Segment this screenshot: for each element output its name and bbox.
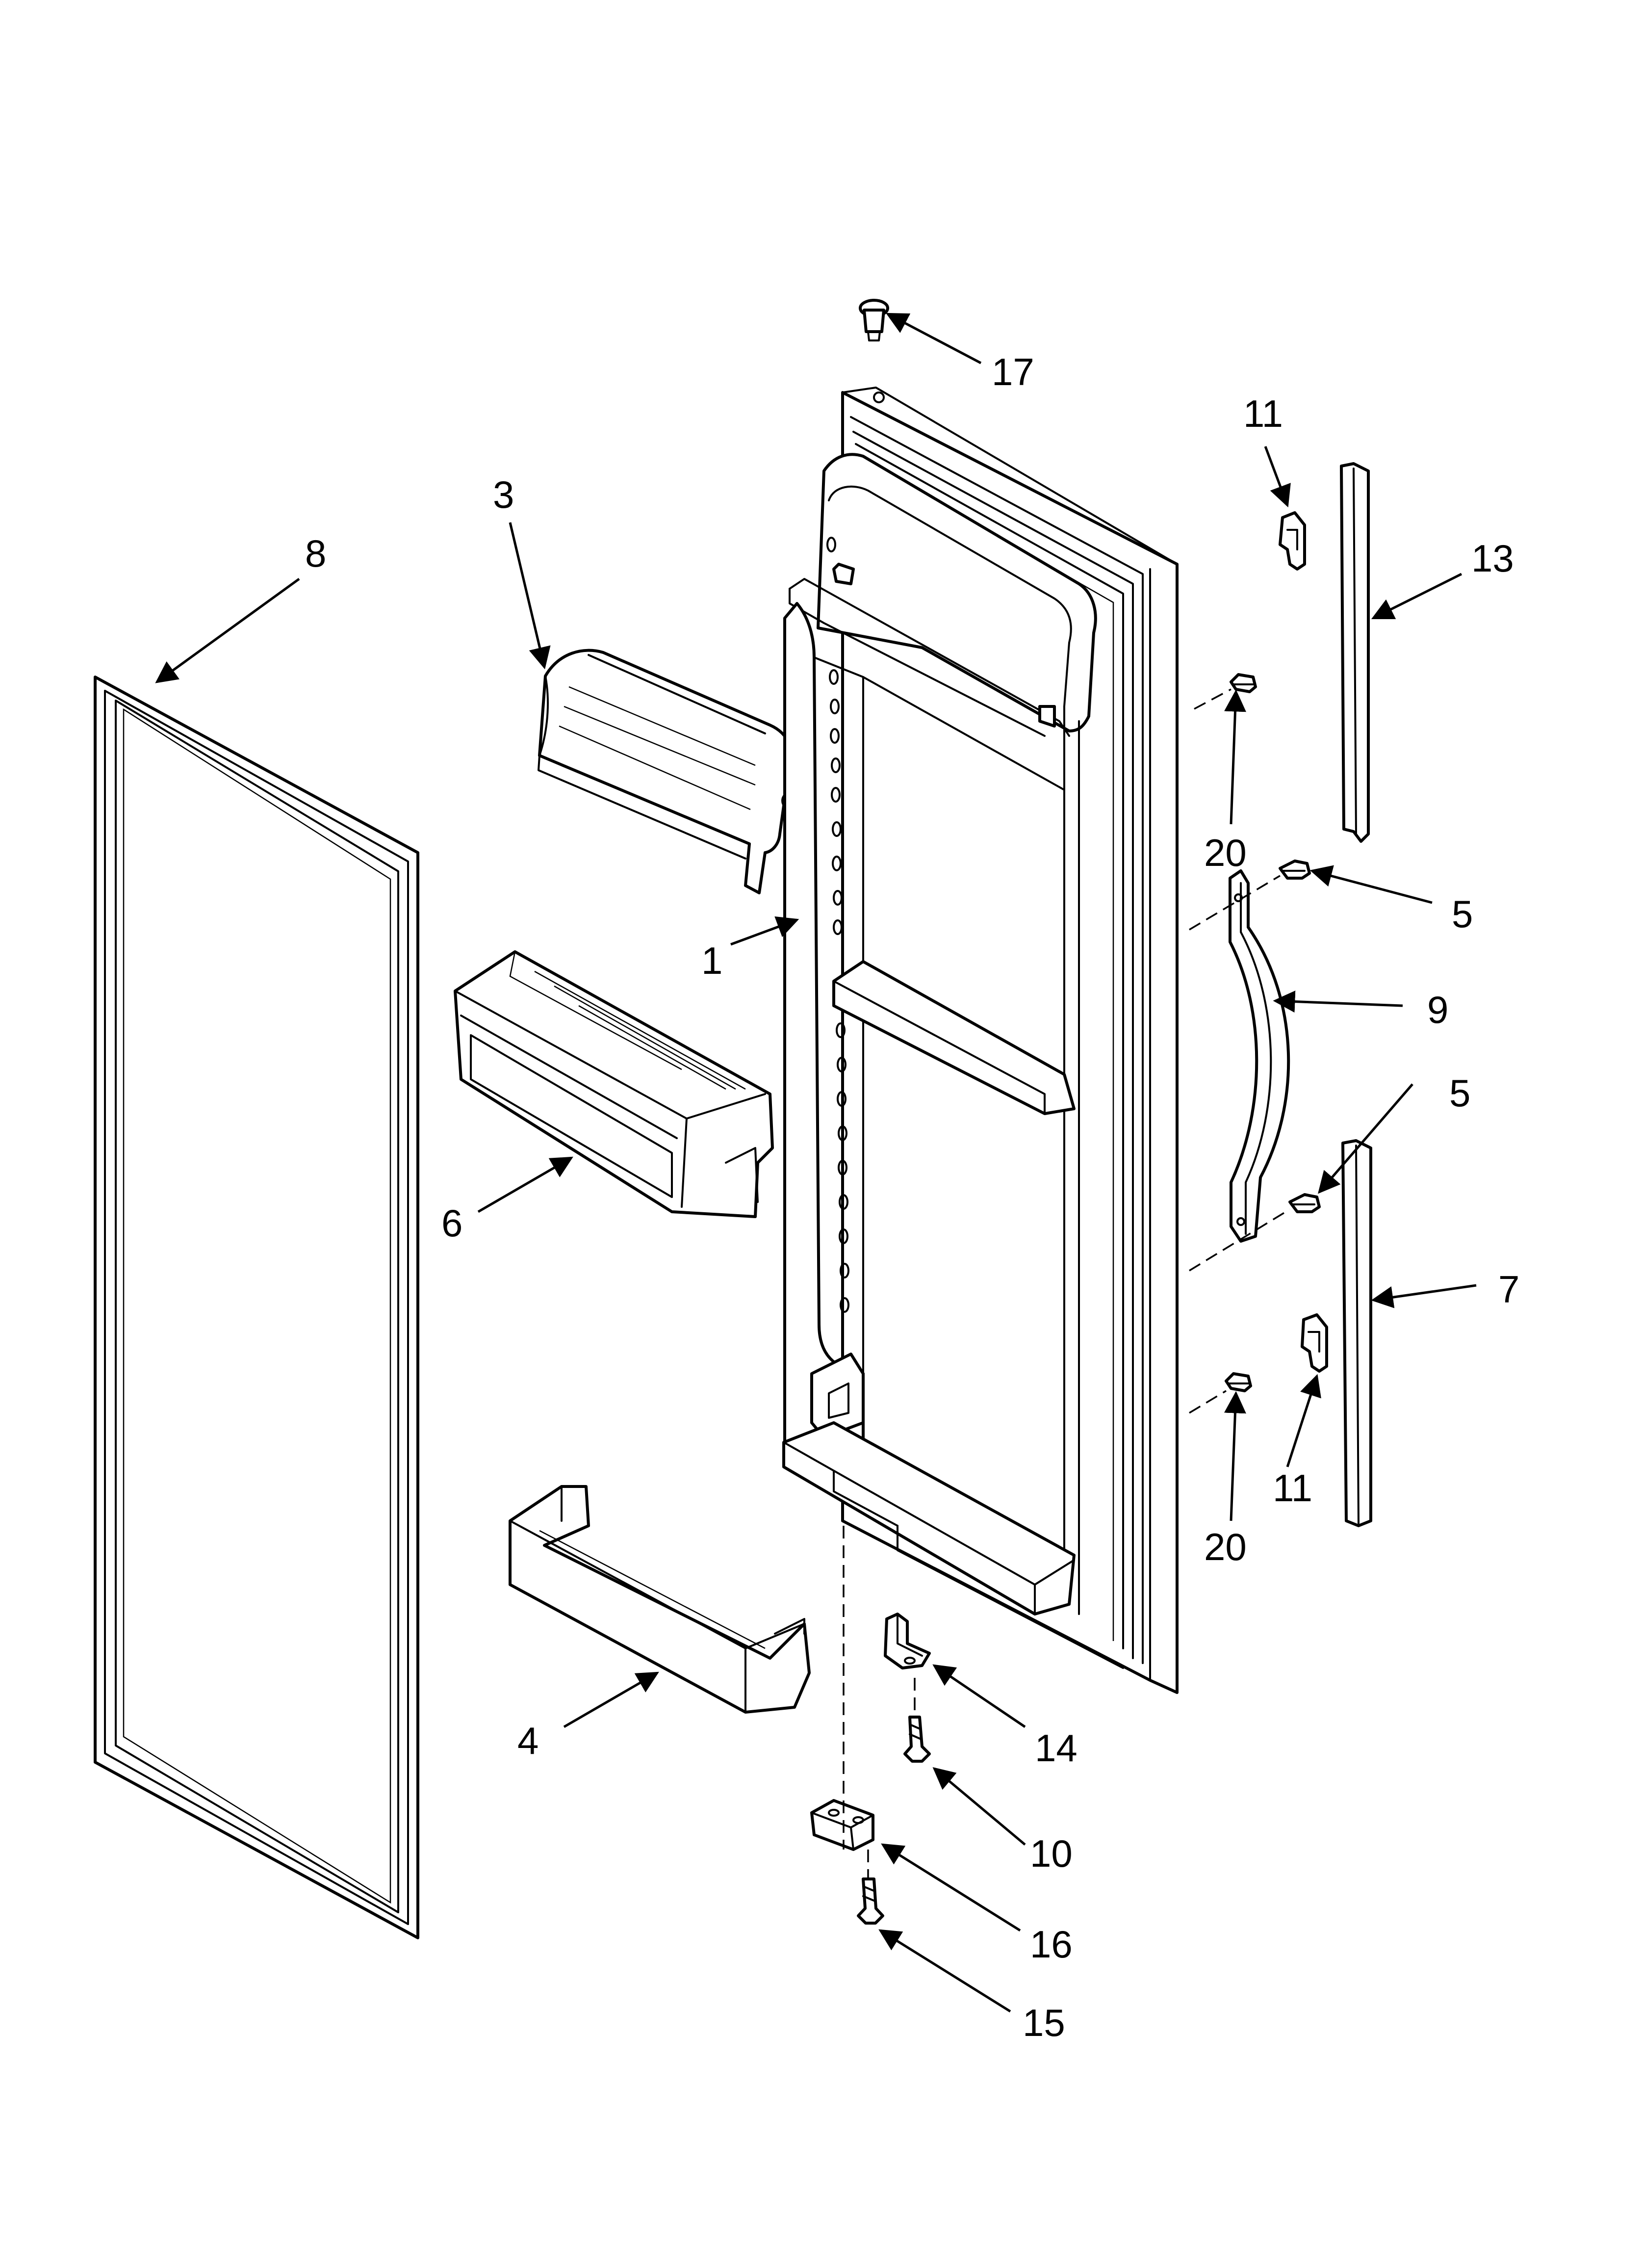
liner-shelf-holes <box>826 537 849 1313</box>
callout-11-upper: 11 <box>1243 392 1283 435</box>
alignment-lines <box>843 688 1290 1879</box>
refrigerator-door <box>782 387 1179 1694</box>
door-gasket <box>94 676 419 1939</box>
callout-20-lower: 20 <box>1204 1525 1247 1568</box>
hinge-bushing <box>859 299 889 341</box>
handle-screw-upper <box>1279 860 1311 880</box>
callout-16: 16 <box>1030 1923 1073 1966</box>
trim-clip-lower <box>1301 1313 1328 1373</box>
callout-1: 1 <box>701 939 722 982</box>
callout-11-lower: 11 <box>1273 1466 1312 1510</box>
callout-14: 14 <box>1035 1726 1078 1770</box>
lower-trim-strip <box>1341 1139 1372 1527</box>
callout-9: 9 <box>1427 988 1448 1031</box>
callout-8: 8 <box>305 532 326 575</box>
callout-4: 4 <box>517 1719 539 1762</box>
callout-5-lower: 5 <box>1449 1071 1470 1115</box>
door-bin-shallow <box>509 1485 811 1714</box>
callout-10: 10 <box>1030 1832 1073 1875</box>
callout-20-upper: 20 <box>1204 831 1247 874</box>
screw-lower <box>1225 1372 1252 1392</box>
callout-labels: 17 11 13 3 8 20 5 1 9 5 6 7 11 20 14 4 1… <box>305 350 1519 2044</box>
callout-5-upper: 5 <box>1452 892 1473 936</box>
callout-15: 15 <box>1023 2001 1065 2044</box>
callout-arrows <box>155 313 1477 2013</box>
lower-hinge-pin <box>884 1613 931 1669</box>
callout-6: 6 <box>441 1201 462 1245</box>
door-bin-deep <box>454 950 774 1218</box>
hinge-screw-upper <box>903 1716 931 1763</box>
door-handle <box>1229 869 1290 1243</box>
callout-3: 3 <box>493 473 514 516</box>
dairy-door <box>538 649 800 894</box>
callout-13: 13 <box>1471 537 1514 580</box>
handle-screw-lower <box>1288 1193 1321 1213</box>
upper-trim-strip <box>1340 462 1370 843</box>
hinge-screw-lower <box>857 1877 884 1925</box>
callout-7: 7 <box>1498 1268 1519 1311</box>
lower-hinge <box>810 1799 874 1851</box>
trim-clip-upper <box>1279 511 1306 571</box>
screw-upper <box>1230 673 1257 693</box>
callout-17: 17 <box>992 350 1034 393</box>
